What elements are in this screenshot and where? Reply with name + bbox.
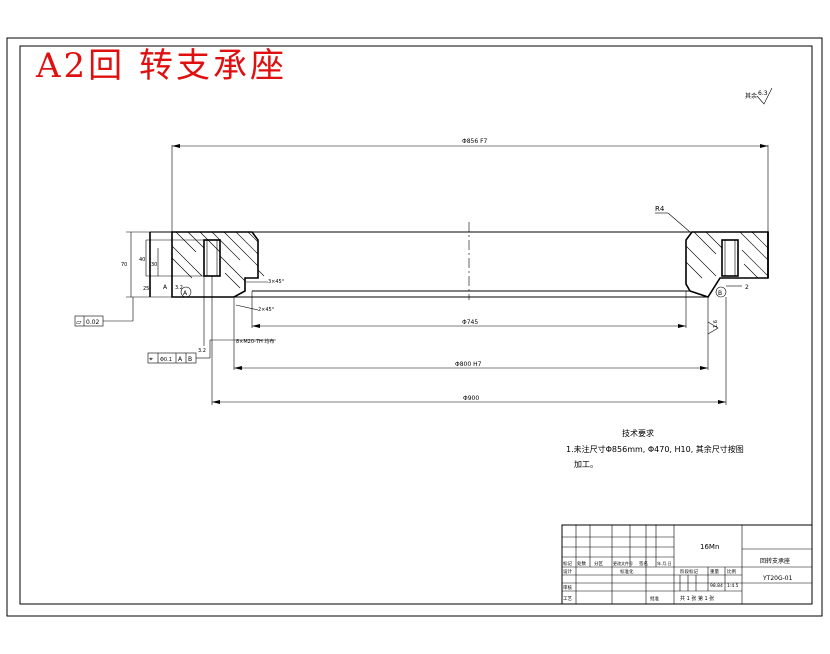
tb-head-2: 处数 [577,560,586,567]
roughness-value: 6.3 [758,90,768,97]
tech-requirements: 技术要求 1.未注尺寸Φ856mm, Φ470, H10, 其余尺寸按图 加工。 [566,428,744,469]
title-block: 16Mn 回转支承座 YT20G-01 标记 处数 分区 更改文件号 签名 年.… [561,524,813,605]
roughness-b-text: 1.6 [713,320,719,328]
position-datum-1: A [178,356,183,363]
position-value: Φ0.1 [160,357,172,363]
right-roughness-mark: 1.6 3.2 [198,269,719,354]
right-r-text: 2 [745,284,749,291]
flatness-frame: ▱ 0.02 [74,297,134,327]
position-symbol: ⌖ [149,355,153,363]
tb-process: 工艺 [563,596,572,602]
tb-approve: 批准 [650,595,659,602]
chamfer-1-text: 3×45° [268,279,285,285]
dim-height-b: 30 [151,262,157,268]
tb-head-1: 标记 [563,560,572,567]
dimension-bore-span: Φ800 H7 [233,297,709,370]
dim-bore-span-text: Φ800 H7 [455,361,482,368]
outer-border [6,37,823,617]
tb-review: 审核 [563,584,572,591]
tb-head-4: 更改文件号 [613,560,633,566]
tb-head-5: 签名 [639,560,648,567]
tb-weight: 98.84 [710,583,723,589]
dim-height-a: 40 [139,257,145,263]
tech-line-1: 1.未注尺寸Φ856mm, Φ470, H10, 其余尺寸按图 [566,444,744,454]
roughness-label: 其余 [745,92,757,100]
position-frame: ⌖ Φ0.1 A B 8×M20-7H 均布 [147,276,276,405]
tb-drawing-no: YT20G-01 [762,575,793,582]
tb-design: 设计 [563,568,572,575]
datum-left-text: A [163,284,168,291]
left-section [171,231,259,298]
dim-top-span-text: Φ856 F7 [462,138,488,145]
drawing-title-stamp: A2回 转支承座 [36,46,287,86]
position-datum-2: B [188,356,192,363]
tech-title: 技术要求 [622,428,654,438]
leader-r4-text: R4 [655,205,665,213]
datum-b-text: B [718,290,722,297]
dimension-top-span: Φ856 F7 [171,138,769,232]
left-hatch [171,231,259,289]
right-section [685,231,769,298]
chamfer-notes: 3×45° 2×45° [235,279,285,313]
tb-stage: 阶段标记 [680,568,698,575]
dimension-outer-span: Φ900 [212,297,727,405]
tb-part-name: 回转支承座 [760,557,790,565]
datum-a-text: A [183,290,188,297]
tb-scale-label: 比例 [727,568,736,575]
leader-r4: R4 [655,205,691,233]
roughness-symbol: 其余 6.3 [745,87,773,105]
roughness-c-text: 3.2 [198,348,206,354]
chamfer-2-text: 2×45° [258,307,275,313]
dim-height-c: 25 [143,286,149,292]
left-thread-hole [203,239,221,277]
dim-inner-span-text: Φ745 [462,319,478,326]
right-thread-hole [721,239,739,277]
dim-height-total: 70 [121,262,127,268]
tb-scale: 1:4.5 [727,583,739,589]
tb-weight-label: 重量 [710,568,719,575]
tech-line-2: 加工。 [574,459,598,469]
flatness-value: 0.02 [86,319,100,326]
tb-standard: 标准化 [620,568,634,575]
dimension-inner-span: Φ745 [251,291,687,328]
ring-section [149,222,769,300]
right-hatch [685,231,769,279]
inner-border [19,45,813,605]
dim-outer-span-text: Φ900 [463,395,479,402]
flatness-symbol: ▱ [76,318,82,326]
thread-note: 8×M20-7H 均布 [236,338,274,345]
tb-head-6: 年.月.日 [657,560,672,566]
tb-head-3: 分区 [594,560,603,567]
left-height-dims: 70 40 30 25 [121,231,204,298]
datum-markers: A B 2 A 3.2 [163,284,749,298]
tb-sheet-info: 共 1 张 第 1 张 [680,595,714,602]
roughness-a-text: 3.2 [175,285,183,291]
tb-material: 16Mn [700,543,719,551]
